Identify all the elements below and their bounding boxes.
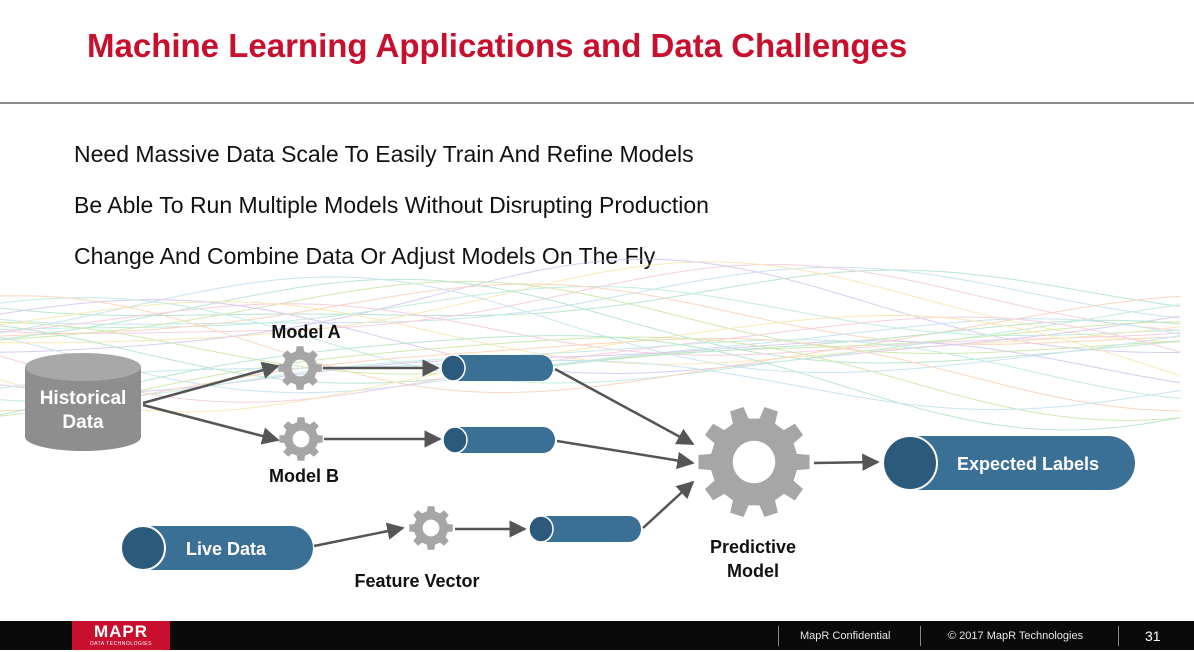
background-wave-line [0,316,1180,412]
expected-labels-tube-icon: Expected Labels [883,436,1135,490]
live-data-label: Live Data [186,539,267,559]
historical-data-label-line2: Data [62,412,104,433]
live-data-tube-icon: Live Data [121,526,313,570]
model-b-label: Model B [269,466,339,486]
footer-separator [920,626,921,646]
footer-bar: MAPR DATA TECHNOLOGIES MapR Confidential… [0,621,1194,650]
feature-vector-gear-icon [409,506,452,549]
predictive-model-gear-icon [698,407,809,517]
arrow-tube-feature-to-predictive [643,482,693,528]
model-a-output-tube-icon [441,355,553,381]
arrow-historical-to-model-a [143,366,278,403]
page-number: 31 [1145,621,1161,650]
expected-labels-label: Expected Labels [957,454,1099,474]
model-b-gear-icon [279,417,322,460]
model-a-label: Model A [271,322,340,342]
background-wave-line [0,339,1180,412]
mapr-logo: MAPR DATA TECHNOLOGIES [72,621,170,650]
logo-subtext: DATA TECHNOLOGIES [72,641,170,647]
footer-separator [1118,626,1119,646]
predictive-model-label-line1: Predictive [710,537,796,557]
feature-vector-label: Feature Vector [354,571,479,591]
arrow-predictive-to-expected-labels [814,462,878,463]
arrow-live-data-to-feature-vector [314,528,403,546]
predictive-model-label-line2: Model [727,561,779,581]
historical-data-database-icon: Historical Data [25,353,141,451]
background-wave-line [0,277,1180,373]
background-wave-line [0,262,1180,343]
feature-vector-output-tube-icon [529,516,641,542]
footer-confidential: MapR Confidential [800,621,891,650]
footer-copyright: © 2017 MapR Technologies [948,621,1083,650]
footer-separator [778,626,779,646]
arrow-tube-b-to-predictive [557,441,693,463]
ml-pipeline-diagram: Historical Data Model A Model B Live Dat… [0,0,1194,620]
historical-data-label-line1: Historical [40,388,127,409]
background-wave-line [0,270,1180,316]
background-wave-line [0,337,1180,420]
arrow-historical-to-model-b [143,405,278,440]
model-b-output-tube-icon [443,427,555,453]
logo-text: MAPR [72,621,170,641]
background-waves [0,259,1180,430]
